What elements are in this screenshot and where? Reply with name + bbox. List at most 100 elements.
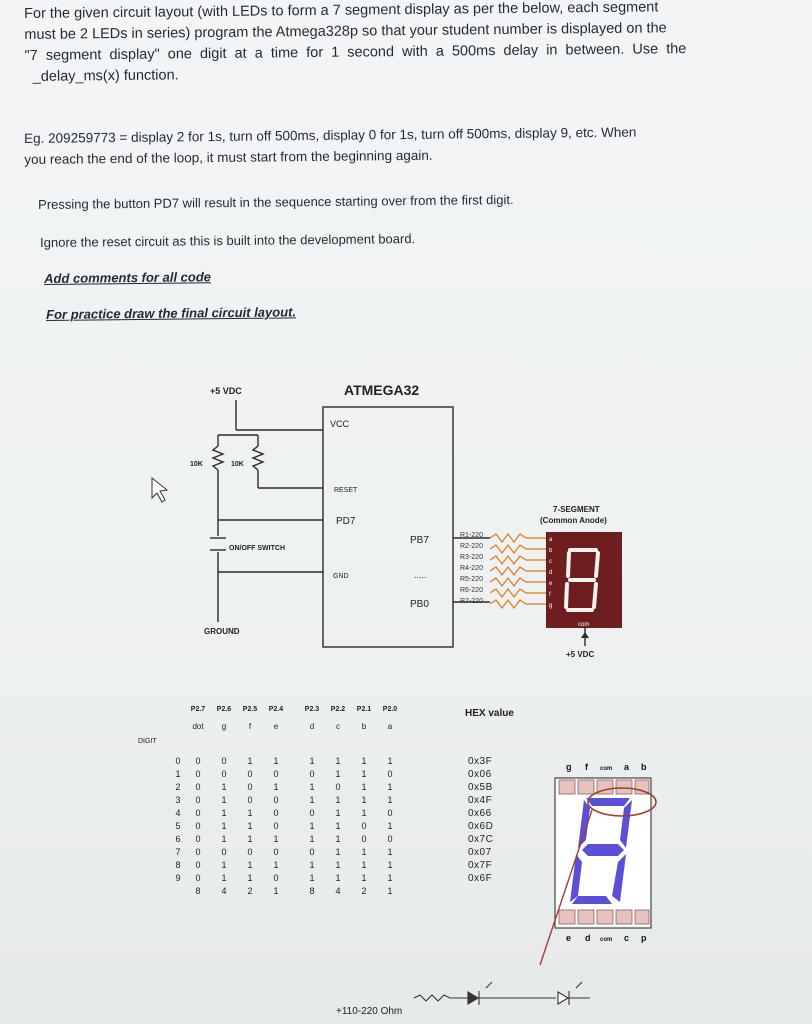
digit-cell: 5 [175, 821, 181, 831]
weight-cell: 4 [335, 886, 341, 896]
hex-cell: 0x6D [468, 821, 494, 832]
seg-header: dot [192, 722, 204, 731]
resistor-r7-label: R7-220 [460, 598, 483, 605]
pd7-label: PD7 [336, 516, 356, 527]
resistor-2-label: 10K [231, 461, 244, 468]
top-pin-com-label: com [600, 766, 612, 772]
weight-cell: 1 [273, 886, 279, 896]
bit-cell: 0 [195, 769, 201, 779]
hex-cell: 0x3F [468, 756, 493, 767]
bit-cell: 0 [195, 808, 201, 818]
digit-cell: 3 [175, 795, 181, 805]
top-pin-g-label: g [566, 762, 572, 772]
led-display-illustration [539, 777, 657, 966]
bit-cell: 0 [361, 834, 367, 844]
bit-cell: 1 [221, 782, 227, 792]
ground-label: GROUND [204, 627, 240, 636]
cursor-arrow-icon [151, 476, 169, 503]
digit-header: DIGIT [138, 738, 157, 745]
bit-cell: 1 [309, 782, 315, 792]
segment-b-label: b [549, 548, 553, 554]
resistor-r6-label: R6-220 [460, 587, 483, 594]
bit-cell: 0 [273, 873, 279, 883]
bit-cell: 1 [387, 782, 393, 792]
bit-cell: 1 [335, 860, 341, 870]
bit-cell: 0 [247, 782, 253, 792]
bit-cell: 1 [335, 795, 341, 805]
bit-cell: 1 [335, 769, 341, 779]
bit-cell: 1 [361, 873, 367, 883]
bit-cell: 0 [309, 808, 315, 818]
chip-label: ATMEGA32 [344, 382, 419, 398]
button-instruction: Pressing the button PD7 will result in t… [38, 192, 514, 212]
com-label: com [578, 622, 589, 628]
hex-cell: 0x6F [468, 873, 493, 884]
bit-cell: 1 [309, 860, 315, 870]
bit-cell: 0 [387, 769, 393, 779]
bit-cell: 1 [221, 873, 227, 883]
comments-heading: Add comments for all code [44, 269, 212, 286]
bit-cell: 0 [387, 808, 393, 818]
bottom-pin-c-label: c [624, 933, 629, 943]
weight-cell: 4 [221, 886, 227, 896]
port-header: P2.4 [268, 706, 284, 713]
resistor-r2-label: R2-220 [460, 543, 483, 550]
bit-cell: 0 [361, 821, 367, 831]
bit-cell: 1 [247, 834, 253, 844]
segment-a-label: a [549, 537, 553, 543]
port-header: P2.6 [216, 706, 232, 713]
bit-cell: 1 [361, 847, 367, 857]
weight-cell: 8 [195, 886, 201, 896]
bit-cell: 0 [221, 769, 227, 779]
bit-cell: 1 [273, 834, 279, 844]
digit-cell: 0 [175, 756, 181, 766]
bit-cell: 1 [361, 782, 367, 792]
digit-cell: 9 [175, 873, 181, 883]
weight-cell: 8 [309, 886, 315, 896]
port-header: P2.0 [382, 706, 398, 713]
resistor-r3-label: R3-220 [460, 554, 483, 561]
resistor-r5-label: R5-220 [460, 576, 483, 583]
segment-e-label: e [549, 581, 553, 587]
bit-cell: 1 [335, 873, 341, 883]
hex-cell: 0x5B [468, 782, 493, 793]
seg-header: b [361, 722, 367, 731]
switch-label: ON/OFF SWITCH [229, 545, 285, 552]
led-strip-label: +110-220 Ohm [336, 1006, 402, 1017]
bit-cell: 1 [335, 808, 341, 818]
bit-cell: 1 [335, 756, 341, 766]
hex-cell: 0x7C [468, 834, 494, 845]
segment-subtitle: (Common Anode) [540, 516, 607, 525]
vdc-top-label: +5 VDC [210, 386, 242, 396]
dots-label: ..... [414, 570, 427, 580]
bit-cell: 1 [387, 860, 393, 870]
top-pin-b-label: b [641, 762, 647, 772]
bit-cell: 1 [387, 847, 393, 857]
bit-cell: 1 [247, 756, 253, 766]
bit-cell: 1 [309, 756, 315, 766]
hex-cell: 0x4F [468, 795, 493, 806]
bit-cell: 0 [221, 847, 227, 857]
bit-cell: 0 [273, 821, 279, 831]
seg-header: c [336, 722, 340, 731]
port-header-row: P2.7 P2.6 P2.5 P2.4 P2.3 P2.2 P2.1 P2.0 … [150, 706, 570, 720]
hex-cell: 0x66 [468, 808, 492, 819]
segment-g-label: g [549, 603, 552, 609]
bottom-pin-e-label: e [566, 933, 571, 943]
bit-cell: 0 [309, 847, 315, 857]
port-header: P2.2 [330, 706, 346, 713]
bit-cell: 1 [387, 756, 393, 766]
segment-title: 7-SEGMENT [553, 505, 600, 514]
hex-cell: 0x7F [468, 860, 493, 871]
bit-cell: 0 [273, 769, 279, 779]
led-resistor-strip [413, 981, 590, 1005]
bit-cell: 1 [309, 821, 315, 831]
segment-d-label: d [549, 570, 552, 576]
